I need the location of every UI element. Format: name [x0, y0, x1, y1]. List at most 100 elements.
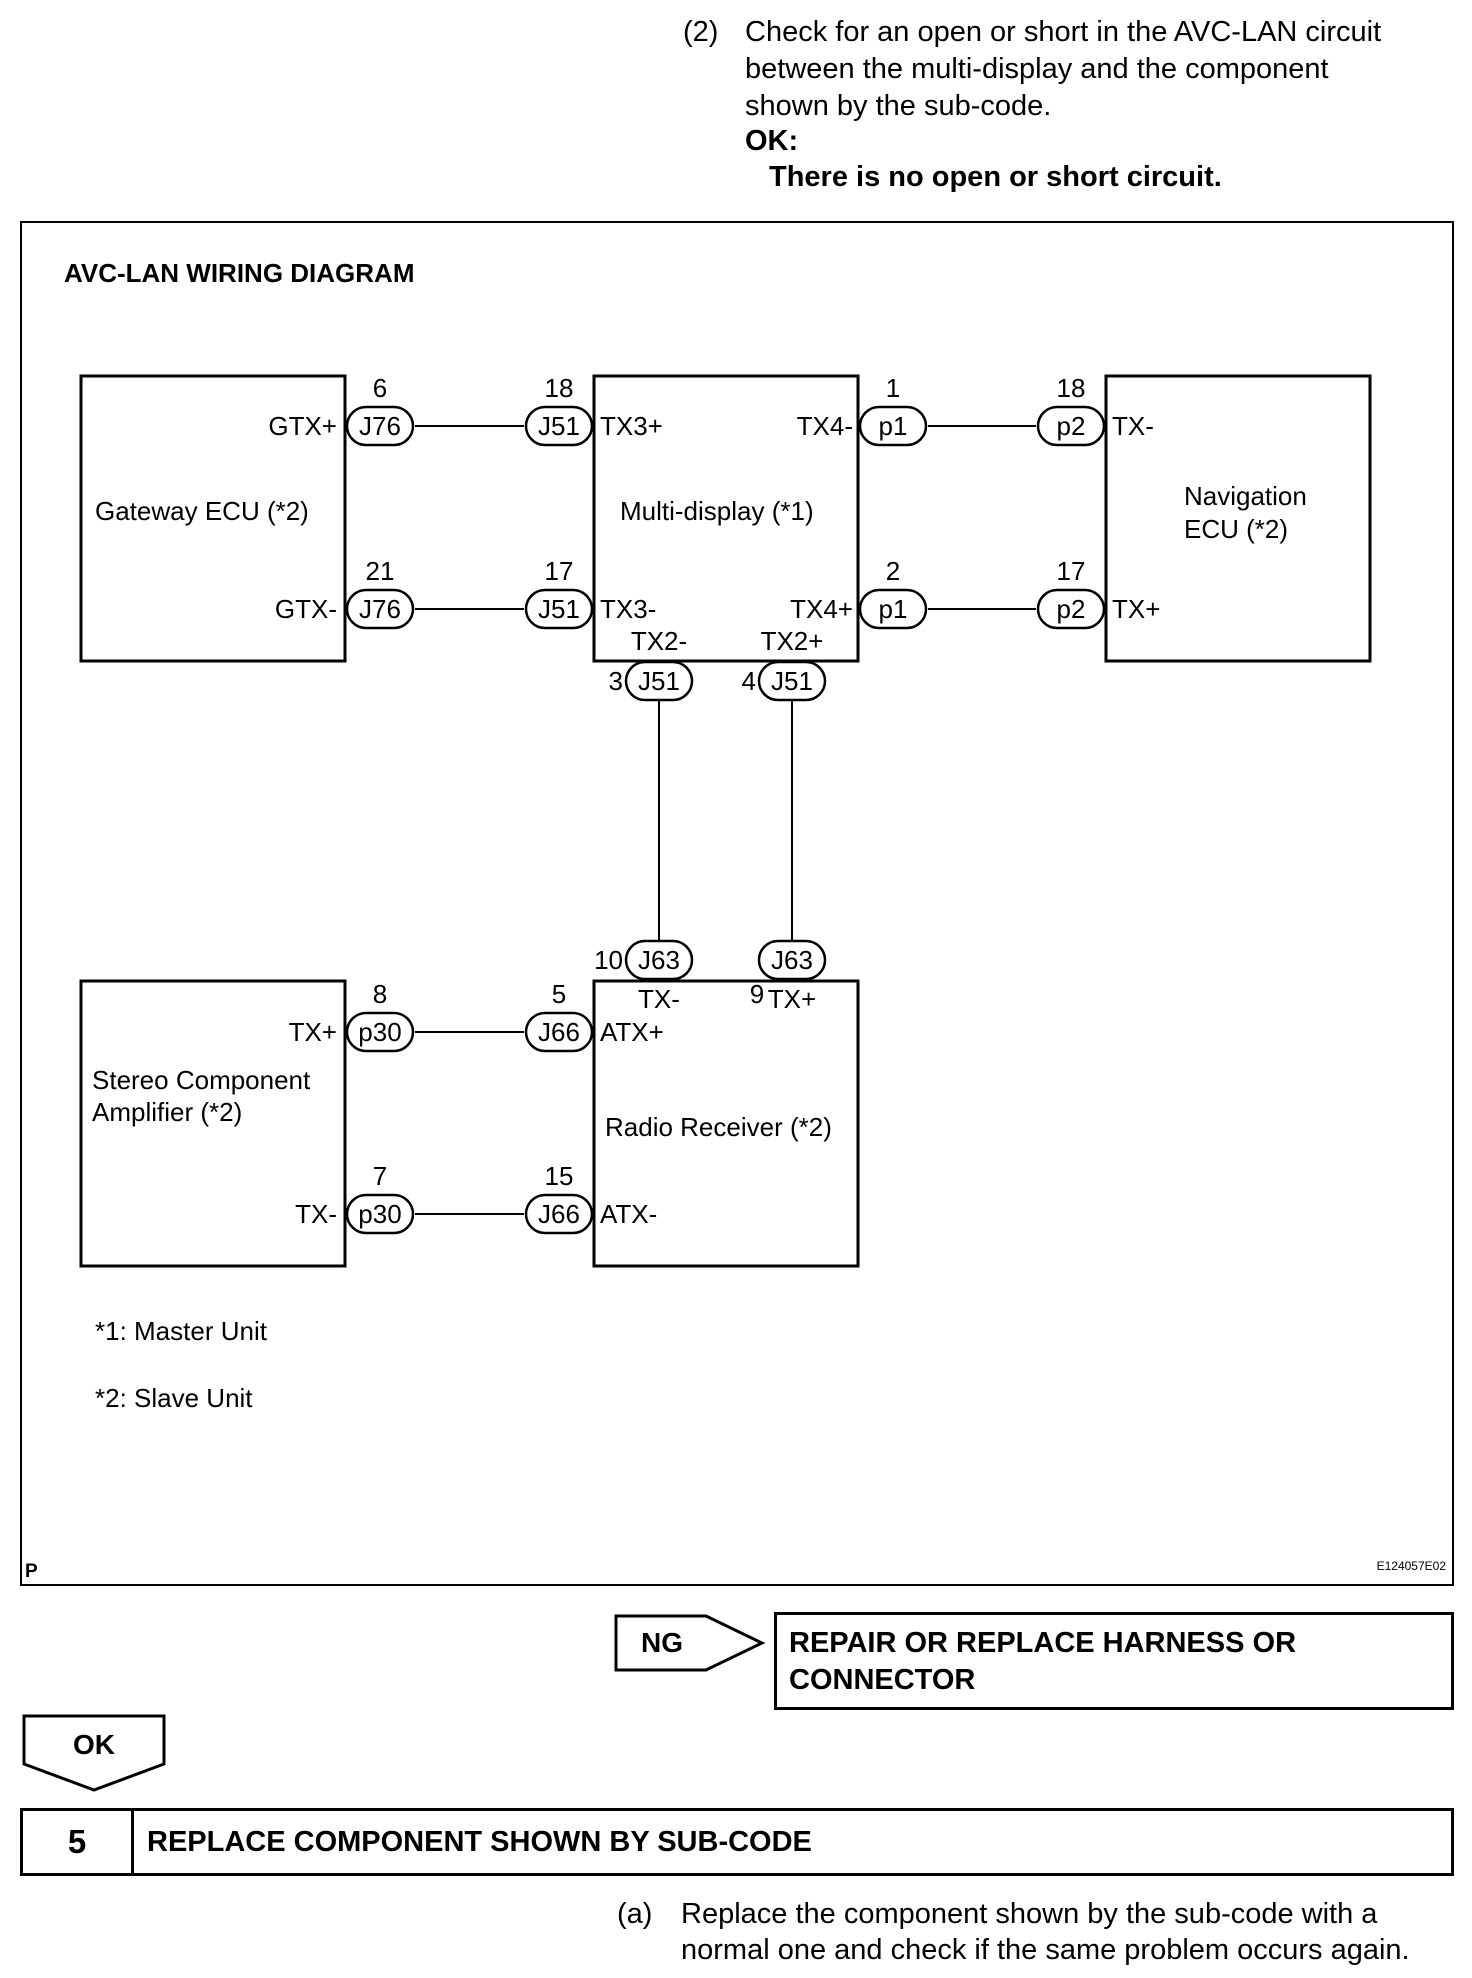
terminal-radio-tx-plus: TX+: [768, 984, 816, 1014]
connector-j63-a-label: J63: [638, 945, 680, 975]
connector-j51-b-label: J51: [538, 594, 580, 624]
step-item-line-2: between the multi-display and the compon…: [745, 53, 1329, 85]
pin-j76-b: 21: [366, 556, 395, 586]
pin-j66-b: 15: [545, 1161, 574, 1191]
connector-j66-a: [524, 1011, 594, 1053]
terminal-atx-plus: ATX+: [600, 1017, 664, 1047]
connector-j66-a-label: J66: [538, 1017, 580, 1047]
figure-code: E124057E02: [1377, 1559, 1447, 1573]
pin-j51-a: 18: [545, 373, 574, 403]
connector-j51-d: [757, 660, 827, 702]
terminal-tx3-plus: TX3+: [600, 411, 663, 441]
gateway-ecu-box: [79, 374, 347, 663]
navigation-ecu-box: [1104, 374, 1372, 663]
pin-j51-c: 3: [609, 666, 623, 696]
connector-p1-a-label: p1: [879, 411, 908, 441]
ng-action-box: REPAIR OR REPLACE HARNESS OR CONNECTOR: [774, 1612, 1454, 1710]
step5-number-cell: 5: [23, 1811, 134, 1873]
step5-title: REPLACE COMPONENT SHOWN BY SUB-CODE: [147, 1826, 812, 1858]
connector-j76-a: [345, 405, 415, 447]
connector-j51-a-label: J51: [538, 411, 580, 441]
radio-receiver-label: Radio Receiver (*2): [605, 1112, 832, 1142]
terminal-stereo-tx-plus: TX+: [289, 1017, 337, 1047]
ng-action-line-2: CONNECTOR: [789, 1664, 976, 1696]
connector-p1-a: [858, 405, 928, 447]
terminal-gtx-plus: GTX+: [268, 411, 337, 441]
connector-p30-a-label: p30: [358, 1017, 401, 1047]
pin-j63-a: 10: [594, 945, 623, 975]
pin-p30-b: 7: [373, 1161, 387, 1191]
step-item-number: (2): [683, 16, 719, 48]
terminal-tx4-plus: TX4+: [790, 594, 853, 624]
step5-header: 5 REPLACE COMPONENT SHOWN BY SUB-CODE: [20, 1808, 1454, 1876]
pin-j63-b: 9: [750, 979, 764, 1009]
step-item-line-1: Check for an open or short in the AVC-LA…: [745, 16, 1382, 48]
diagram-title: AVC-LAN WIRING DIAGRAM: [64, 258, 414, 288]
terminal-tx2-minus: TX2-: [631, 626, 687, 656]
terminal-gtx-minus: GTX-: [275, 594, 337, 624]
ok-label: OK: [73, 1729, 115, 1760]
pin-p1-b: 2: [886, 556, 900, 586]
multi-display-box: [592, 374, 860, 663]
stereo-amplifier-box: [79, 979, 347, 1268]
wiring-diagram-svg: AVC-LAN WIRING DIAGRAM Gateway ECU (*2) …: [25, 258, 1447, 1582]
step5-number: 5: [67, 1823, 87, 1860]
terminal-atx-minus: ATX-: [600, 1199, 657, 1229]
terminal-stereo-tx-minus: TX-: [295, 1199, 337, 1229]
connector-p2-b-label: p2: [1057, 594, 1086, 624]
connector-p2-a-label: p2: [1057, 411, 1086, 441]
gateway-ecu-label: Gateway ECU (*2): [95, 496, 309, 526]
connector-j66-b-label: J66: [538, 1199, 580, 1229]
connector-j63-b-label: J63: [771, 945, 813, 975]
note-master-unit: *1: Master Unit: [95, 1316, 268, 1346]
radio-receiver-box: [592, 979, 860, 1268]
terminal-tx2-plus: TX2+: [761, 626, 824, 656]
wiring-diagram: AVC-LAN WIRING DIAGRAM Gateway ECU (*2) …: [20, 221, 1454, 1586]
terminal-tx3-minus: TX3-: [600, 594, 656, 624]
ng-label: NG: [641, 1627, 683, 1658]
pin-p2-b: 17: [1057, 556, 1086, 586]
terminal-radio-tx-minus: TX-: [638, 984, 680, 1014]
connector-p1-b-label: p1: [879, 594, 908, 624]
connector-j51-a: [524, 405, 594, 447]
connector-p2-b: [1036, 588, 1106, 630]
connector-j51-c: [624, 660, 694, 702]
step5-item-line-1: Replace the component shown by the sub-c…: [681, 1898, 1378, 1930]
connector-j51-c-label: J51: [638, 666, 680, 696]
ok-criteria-text: There is no open or short circuit.: [769, 161, 1222, 193]
pin-j66-a: 5: [552, 979, 566, 1009]
connector-p30-a: [345, 1011, 415, 1053]
connector-p1-b: [858, 588, 928, 630]
diagram-corner-letter: P: [25, 1561, 38, 1582]
ng-arrow: NG: [614, 1614, 766, 1672]
ok-criteria-label: OK:: [745, 125, 799, 157]
terminal-nav-tx-plus: TX+: [1112, 594, 1160, 624]
pin-j76-a: 6: [373, 373, 387, 403]
connector-j76-a-label: J76: [359, 411, 401, 441]
ng-action-line-1: REPAIR OR REPLACE HARNESS OR: [789, 1627, 1297, 1659]
connector-j63-b: [757, 939, 827, 981]
connector-p2-a: [1036, 405, 1106, 447]
note-slave-unit: *2: Slave Unit: [95, 1383, 253, 1413]
terminal-nav-tx-minus: TX-: [1112, 411, 1154, 441]
connector-j63-a: [624, 939, 694, 981]
step-item-line-3: shown by the sub-code.: [745, 90, 1052, 122]
connector-j51-d-label: J51: [771, 666, 813, 696]
pin-p2-a: 18: [1057, 373, 1086, 403]
connector-j76-b-label: J76: [359, 594, 401, 624]
pin-p1-a: 1: [886, 373, 900, 403]
step5-item-line-2: normal one and check if the same problem…: [681, 1934, 1410, 1966]
pin-j51-b: 17: [545, 556, 574, 586]
terminal-tx4-minus: TX4-: [797, 411, 853, 441]
wires: [415, 425, 1036, 1215]
connector-p30-b: [345, 1193, 415, 1235]
step5-item-number: (a): [617, 1898, 653, 1930]
stereo-amplifier-label-2: Amplifier (*2): [92, 1097, 242, 1127]
connector-j66-b: [524, 1193, 594, 1235]
pin-j51-d: 4: [742, 666, 756, 696]
connector-j76-b: [345, 588, 415, 630]
connector-j51-b: [524, 588, 594, 630]
ok-arrow: OK: [22, 1714, 166, 1792]
navigation-ecu-label-1: Navigation: [1184, 481, 1307, 511]
navigation-ecu-label-2: ECU (*2): [1184, 514, 1288, 544]
